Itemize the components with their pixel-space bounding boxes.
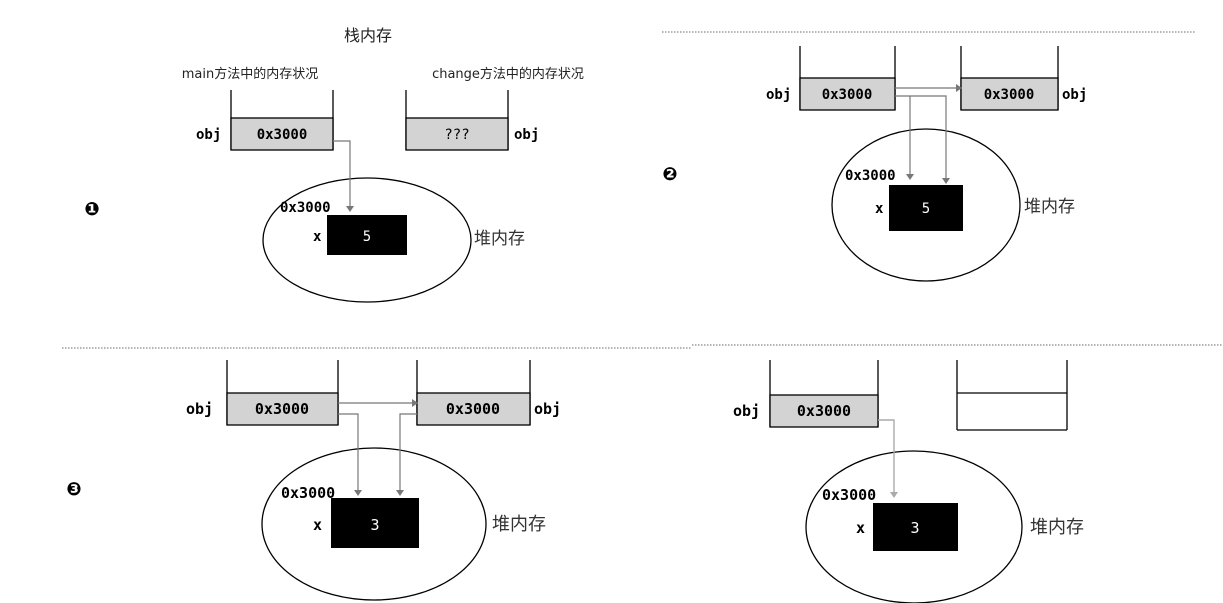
svg-text:obj: obj bbox=[733, 402, 760, 420]
main-stack-frame-4: 0x3000 obj bbox=[733, 360, 879, 428]
obj-cell bbox=[230, 117, 334, 151]
svg-text:0x3000: 0x3000 bbox=[822, 486, 876, 504]
svg-text:0x3000: 0x3000 bbox=[281, 484, 335, 502]
svg-text:x: x bbox=[313, 516, 322, 534]
change-caption: change方法中的内存状况 bbox=[432, 66, 584, 82]
svg-text:3: 3 bbox=[370, 516, 379, 534]
step-marker-2: ❷ bbox=[662, 164, 677, 185]
svg-text:x: x bbox=[856, 519, 865, 537]
obj-label: obj bbox=[196, 127, 221, 143]
main-stack-frame: 0x3000 obj bbox=[196, 90, 334, 151]
svg-text:x: x bbox=[875, 201, 884, 217]
step-marker-1: ❶ bbox=[84, 199, 99, 220]
panel-1: 栈内存 main方法中的内存状况 change方法中的内存状况 0x3000 o… bbox=[84, 26, 584, 303]
change-stack-frame-2: 0x3000 obj bbox=[960, 46, 1087, 111]
heap-ellipse bbox=[262, 177, 472, 303]
arrow-head bbox=[346, 206, 354, 212]
svg-text:0x3000: 0x3000 bbox=[984, 87, 1035, 103]
svg-text:堆内存: 堆内存 bbox=[492, 514, 546, 535]
heap-address-label: 0x3000 bbox=[280, 200, 331, 216]
main-stack-frame-2: 0x3000 obj bbox=[766, 46, 896, 111]
svg-text:堆内存: 堆内存 bbox=[1030, 517, 1084, 538]
panel-3: 0x3000 obj 0x3000 obj ❸ 0x3000 x 3 堆内存 bbox=[66, 360, 561, 601]
obj-label-change: obj bbox=[514, 127, 539, 143]
svg-text:obj: obj bbox=[186, 400, 213, 418]
step-marker-3: ❸ bbox=[66, 479, 81, 500]
empty-change-frame bbox=[956, 360, 1068, 431]
change-stack-frame: ??? obj bbox=[405, 90, 539, 151]
svg-text:obj: obj bbox=[534, 400, 561, 418]
obj-cell-address: 0x3000 bbox=[257, 127, 308, 143]
stack-memory-title: 栈内存 bbox=[344, 26, 392, 45]
main-stack-frame-3: 0x3000 obj bbox=[186, 360, 339, 426]
panel-4: 0x3000 obj 0x3000 x 3 堆内存 bbox=[733, 360, 1084, 603]
svg-text:0x3000: 0x3000 bbox=[255, 400, 309, 418]
svg-text:obj: obj bbox=[1062, 87, 1087, 103]
svg-text:0x3000: 0x3000 bbox=[446, 400, 500, 418]
heap-label: 堆内存 bbox=[474, 229, 525, 249]
svg-text:0x3000: 0x3000 bbox=[822, 87, 873, 103]
value-text: 5 bbox=[363, 229, 371, 245]
svg-text:0x3000: 0x3000 bbox=[845, 168, 896, 184]
main-caption: main方法中的内存状况 bbox=[182, 66, 318, 82]
svg-text:0x3000: 0x3000 bbox=[797, 402, 851, 420]
obj-cell-unknown bbox=[405, 117, 509, 151]
svg-text:5: 5 bbox=[922, 201, 930, 217]
svg-text:obj: obj bbox=[766, 87, 791, 103]
svg-text:3: 3 bbox=[910, 519, 919, 537]
svg-text:堆内存: 堆内存 bbox=[1024, 197, 1075, 217]
obj-cell-unknown-text: ??? bbox=[444, 127, 469, 143]
dividers bbox=[62, 31, 1223, 349]
change-stack-frame-3: 0x3000 obj bbox=[416, 360, 561, 426]
reference-arrow bbox=[333, 140, 351, 208]
panel-2: 0x3000 obj 0x3000 obj ❷ 0x3000 x 5 堆内存 bbox=[662, 46, 1087, 282]
value-box bbox=[327, 215, 407, 255]
x-label: x bbox=[313, 229, 322, 245]
